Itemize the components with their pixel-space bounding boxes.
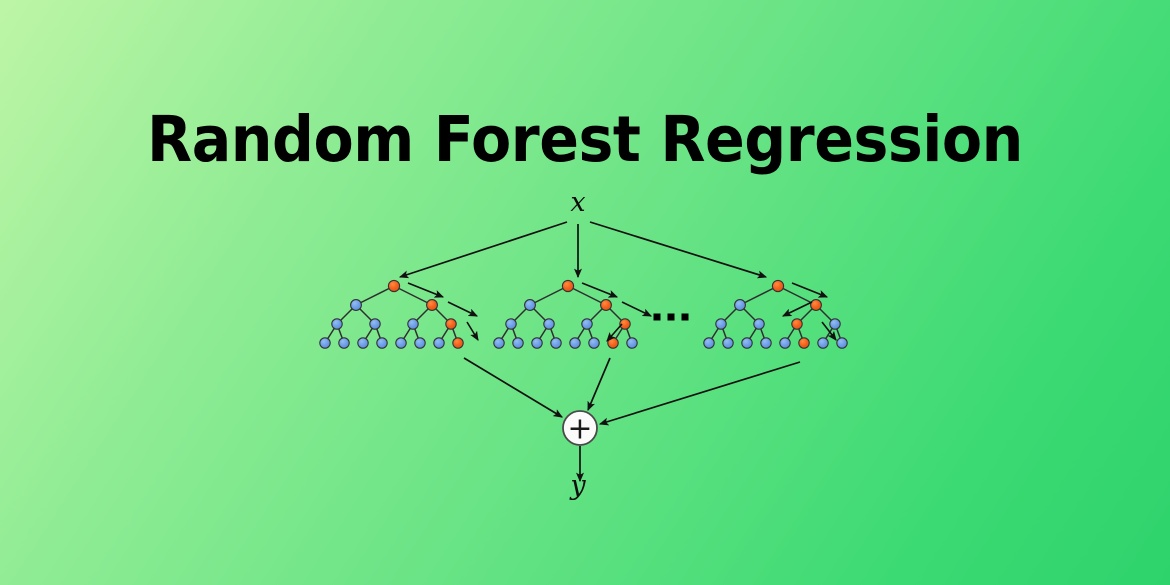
sum-node-circle xyxy=(562,410,598,446)
tree-node-split xyxy=(798,337,810,349)
decision-path-arrow xyxy=(447,301,478,317)
tree-node-leaf xyxy=(817,337,829,349)
arrow-tree-1-to-sum xyxy=(463,357,563,418)
tree-edge xyxy=(739,285,779,306)
decision-path-arrow xyxy=(791,282,829,298)
tree-node-leaf xyxy=(741,337,753,349)
tree-node-split xyxy=(452,337,464,349)
tree-node-split xyxy=(426,299,438,311)
tree-edge xyxy=(777,285,817,306)
tree-node-leaf xyxy=(760,337,772,349)
tree-node-leaf xyxy=(829,318,841,330)
decision-path-arrow xyxy=(621,301,652,317)
tree-node-leaf xyxy=(550,337,562,349)
decision-path-arrow xyxy=(466,321,479,341)
flow-arrow-layer xyxy=(398,221,801,483)
tree-node-leaf xyxy=(836,337,848,349)
arrow-x-to-tree-3 xyxy=(589,221,768,279)
decision-path-arrow xyxy=(821,321,837,341)
tree-node-leaf xyxy=(722,337,734,349)
input-variable-label: x xyxy=(570,187,585,218)
tree-node-split xyxy=(810,299,822,311)
tree-node-leaf xyxy=(581,318,593,330)
tree-node-leaf xyxy=(493,337,505,349)
tree-node-layer xyxy=(319,279,848,349)
sum-node[interactable]: + xyxy=(562,410,598,447)
tree-node-leaf xyxy=(753,318,765,330)
page-title: Random Forest Regression xyxy=(147,103,1023,176)
tree-edge xyxy=(567,285,607,306)
tree-node-leaf xyxy=(543,318,555,330)
arrow-tree-3-to-sum xyxy=(598,361,801,426)
tree-node-leaf xyxy=(414,337,426,349)
tree-node-leaf xyxy=(350,299,362,311)
tree-node-leaf xyxy=(407,318,419,330)
tree-node-leaf xyxy=(626,337,638,349)
tree-node-split xyxy=(600,299,612,311)
decision-path-arrow xyxy=(606,323,623,342)
tree-node-leaf xyxy=(531,337,543,349)
tree-node-leaf xyxy=(703,337,715,349)
tree-node-leaf xyxy=(779,337,791,349)
tree-node-leaf xyxy=(395,337,407,349)
tree-node-leaf xyxy=(433,337,445,349)
tree-edge xyxy=(355,285,395,306)
tree-node-split xyxy=(561,279,575,293)
tree-node-leaf xyxy=(505,318,517,330)
tree-node-leaf xyxy=(715,318,727,330)
tree-node-split xyxy=(445,318,457,330)
tree-node-split xyxy=(791,318,803,330)
arrow-tree-2-to-sum xyxy=(587,357,611,412)
sum-node-label: + xyxy=(567,412,592,447)
ellipsis-dot xyxy=(667,313,675,321)
tree-node-leaf xyxy=(319,337,331,349)
tree-edge xyxy=(529,285,569,306)
ellipsis-dot xyxy=(681,313,689,321)
tree-node-leaf xyxy=(569,337,581,349)
tree-path-arrow-layer xyxy=(407,282,837,342)
ellipsis-dot xyxy=(653,313,661,321)
tree-node-leaf xyxy=(376,337,388,349)
tree-edge xyxy=(393,285,433,306)
tree-node-split xyxy=(619,318,631,330)
ellipsis-icon xyxy=(653,313,689,321)
tree-edge-layer xyxy=(324,285,843,344)
tree-node-leaf xyxy=(512,337,524,349)
tree-node-leaf xyxy=(588,337,600,349)
tree-node-leaf xyxy=(357,337,369,349)
arrow-x-to-tree-1 xyxy=(398,221,568,279)
tree-node-leaf xyxy=(331,318,343,330)
tree-node-leaf xyxy=(524,299,536,311)
tree-node-leaf xyxy=(734,299,746,311)
tree-node-split xyxy=(387,279,401,293)
output-variable-label: y xyxy=(569,470,586,501)
decision-path-arrow xyxy=(407,282,445,298)
tree-node-leaf xyxy=(369,318,381,330)
decision-path-arrow xyxy=(581,282,619,298)
decision-path-arrow xyxy=(782,301,813,317)
tree-node-leaf xyxy=(338,337,350,349)
tree-node-split xyxy=(771,279,785,293)
